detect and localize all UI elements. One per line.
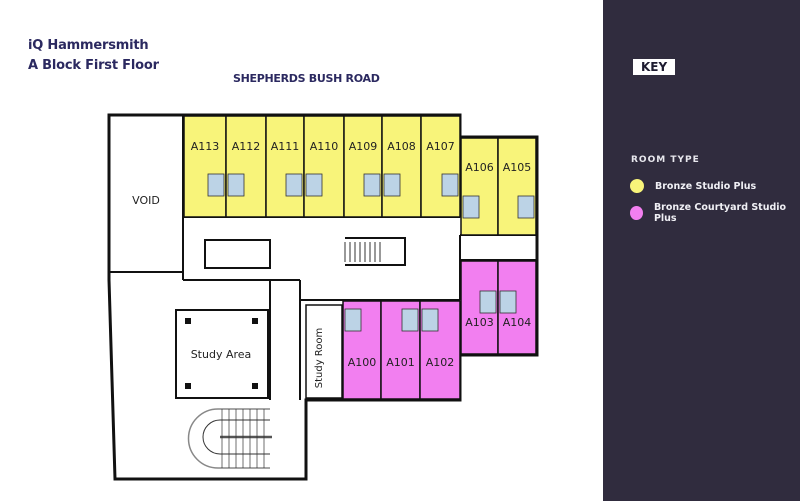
- room-fill: [343, 115, 383, 218]
- pink-dot-icon: [630, 206, 643, 220]
- room-label: A109: [349, 140, 378, 153]
- room-fill: [225, 115, 267, 218]
- room-a105[interactable]: A105: [497, 137, 537, 236]
- bathroom-pod: [499, 290, 517, 314]
- bathroom-pod: [401, 308, 419, 332]
- columns: [185, 318, 258, 389]
- room-fill: [303, 115, 345, 218]
- room-a101[interactable]: A101: [380, 300, 421, 400]
- room-label: A108: [387, 140, 416, 153]
- room-a103[interactable]: A103: [460, 260, 499, 355]
- bathroom-pod: [285, 173, 303, 197]
- stair-bottom: [187, 408, 272, 469]
- room-label: A104: [503, 316, 532, 329]
- bathroom-pod: [383, 173, 401, 197]
- room-label: A106: [465, 161, 494, 174]
- legend-item-bronze: Bronze Studio Plus: [630, 179, 756, 193]
- bathroom-pod: [207, 173, 225, 197]
- void-label: VOID: [132, 194, 160, 207]
- legend-item-courtyard: Bronze Courtyard Studio Plus: [630, 202, 800, 224]
- bathroom-pod: [363, 173, 381, 197]
- legend-label: Bronze Studio Plus: [655, 180, 757, 192]
- bathroom-pod: [517, 195, 535, 219]
- room-a108[interactable]: A108: [381, 115, 422, 218]
- room-fill: [460, 260, 499, 355]
- room-a102[interactable]: A102: [419, 300, 461, 400]
- room-fill: [265, 115, 305, 218]
- room-fill: [183, 115, 227, 218]
- room-a112[interactable]: A112: [225, 115, 267, 218]
- room-fill: [460, 137, 499, 236]
- room-a107[interactable]: A107: [420, 115, 461, 218]
- floor-title: A Block First Floor: [28, 58, 159, 73]
- bathroom-pod: [479, 290, 497, 314]
- building-title: iQ Hammersmith: [28, 38, 149, 53]
- key-title: KEY: [633, 59, 676, 75]
- room-fill: [420, 115, 461, 218]
- room-label: A113: [191, 140, 220, 153]
- room-label: A110: [310, 140, 339, 153]
- legend-label: Bronze Courtyard Studio Plus: [653, 202, 787, 224]
- room-a106[interactable]: A106: [460, 137, 499, 236]
- room-a110[interactable]: A110: [303, 115, 345, 218]
- bathroom-pod: [227, 173, 245, 197]
- bathroom-pod: [421, 308, 439, 332]
- room-label: A101: [386, 356, 415, 369]
- room-a109[interactable]: A109: [343, 115, 383, 218]
- key-panel: KEY ROOM TYPE Bronze Studio Plus Bronze …: [603, 0, 800, 501]
- bathroom-pod: [344, 308, 362, 332]
- stair-top: [344, 242, 381, 262]
- room-label: A112: [232, 140, 261, 153]
- room-a113[interactable]: A113: [183, 115, 227, 218]
- room-fill: [381, 115, 422, 218]
- study-room-label[interactable]: Study Room: [314, 328, 325, 389]
- room-label: A102: [426, 356, 455, 369]
- yellow-dot-icon: [630, 179, 644, 193]
- road-label: SHEPHERDS BUSH ROAD: [233, 72, 380, 85]
- room-fill: [497, 137, 537, 236]
- bathroom-pod: [462, 195, 480, 219]
- bathroom-pod: [305, 173, 323, 197]
- study-area-label[interactable]: Study Area: [191, 348, 252, 361]
- bathroom-pod: [441, 173, 459, 197]
- room-a100[interactable]: A100: [342, 300, 382, 400]
- room-label: A105: [503, 161, 532, 174]
- room-label: A111: [271, 140, 300, 153]
- room-label: A103: [465, 316, 494, 329]
- room-label: A107: [426, 140, 455, 153]
- room-label: A100: [348, 356, 377, 369]
- room-type-heading: ROOM TYPE: [631, 155, 700, 165]
- room-a111[interactable]: A111: [265, 115, 305, 218]
- room-a104[interactable]: A104: [497, 260, 537, 355]
